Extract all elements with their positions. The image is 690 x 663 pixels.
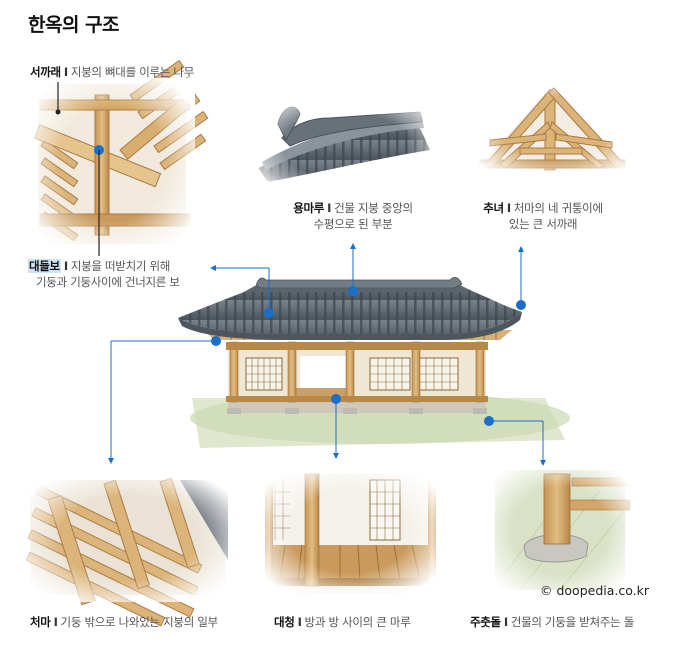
label-daedeulbo-name: 대들보	[28, 259, 61, 273]
eaves-detail-illustration	[24, 474, 232, 627]
separator: I	[506, 201, 511, 215]
pointer-lines	[110, 247, 544, 462]
leader-lines	[57, 82, 100, 256]
main-hall-floor-illustration	[260, 470, 440, 594]
separator: I	[63, 259, 68, 273]
label-yongmaru-desc2: 수평으로 된 부분	[313, 217, 393, 231]
label-seokkarae-desc: 지붕의 뼈대를 이루는 나무	[70, 65, 194, 79]
label-daecheong-desc: 방과 방 사이의 큰 마루	[304, 615, 411, 629]
copyright-credit: © doopedia.co.kr	[540, 583, 650, 598]
label-chunyeo-desc1: 처마의 네 귀퉁이에	[513, 201, 603, 215]
label-seokkarae-name: 서까래	[30, 65, 61, 79]
label-yongmaru-name: 용마루	[293, 201, 325, 215]
ridge-detail-illustration	[250, 95, 440, 195]
label-daedeulbo-desc1: 지붕을 떠받치기 위해	[70, 259, 171, 273]
separator: I	[297, 615, 302, 629]
hip-rafter-detail-illustration	[470, 80, 640, 175]
label-chunyeo-desc2: 있는 큰 서까래	[508, 217, 578, 231]
separator: I	[53, 615, 58, 629]
separator: I	[503, 615, 508, 629]
separator: I	[63, 65, 68, 79]
label-cheoma-name: 처마	[30, 615, 51, 629]
pointer-dots	[94, 145, 526, 426]
label-chunyeo-name: 추녀	[483, 201, 504, 215]
label-yongmaru-desc1: 건물 지붕 중앙의	[334, 201, 413, 215]
foundation-stone-illustration	[488, 464, 632, 596]
hanok-house-illustration	[178, 276, 570, 448]
separator: I	[327, 201, 332, 215]
label-daedeulbo-desc2: 기둥과 기둥사이에 건너지른 보	[36, 275, 180, 289]
label-juchutdol-desc: 건물의 기둥을 받쳐주는 돌	[510, 615, 634, 629]
label-daecheong-name: 대청	[274, 615, 295, 629]
label-cheoma-desc: 기둥 밖으로 나와있는 지붕의 일부	[60, 615, 219, 629]
label-juchutdol-name: 주춧돌	[470, 615, 501, 629]
pointer-arrowheads	[108, 243, 546, 466]
page-title: 한옥의 구조	[28, 14, 120, 36]
rafter-detail-illustration	[30, 59, 209, 250]
